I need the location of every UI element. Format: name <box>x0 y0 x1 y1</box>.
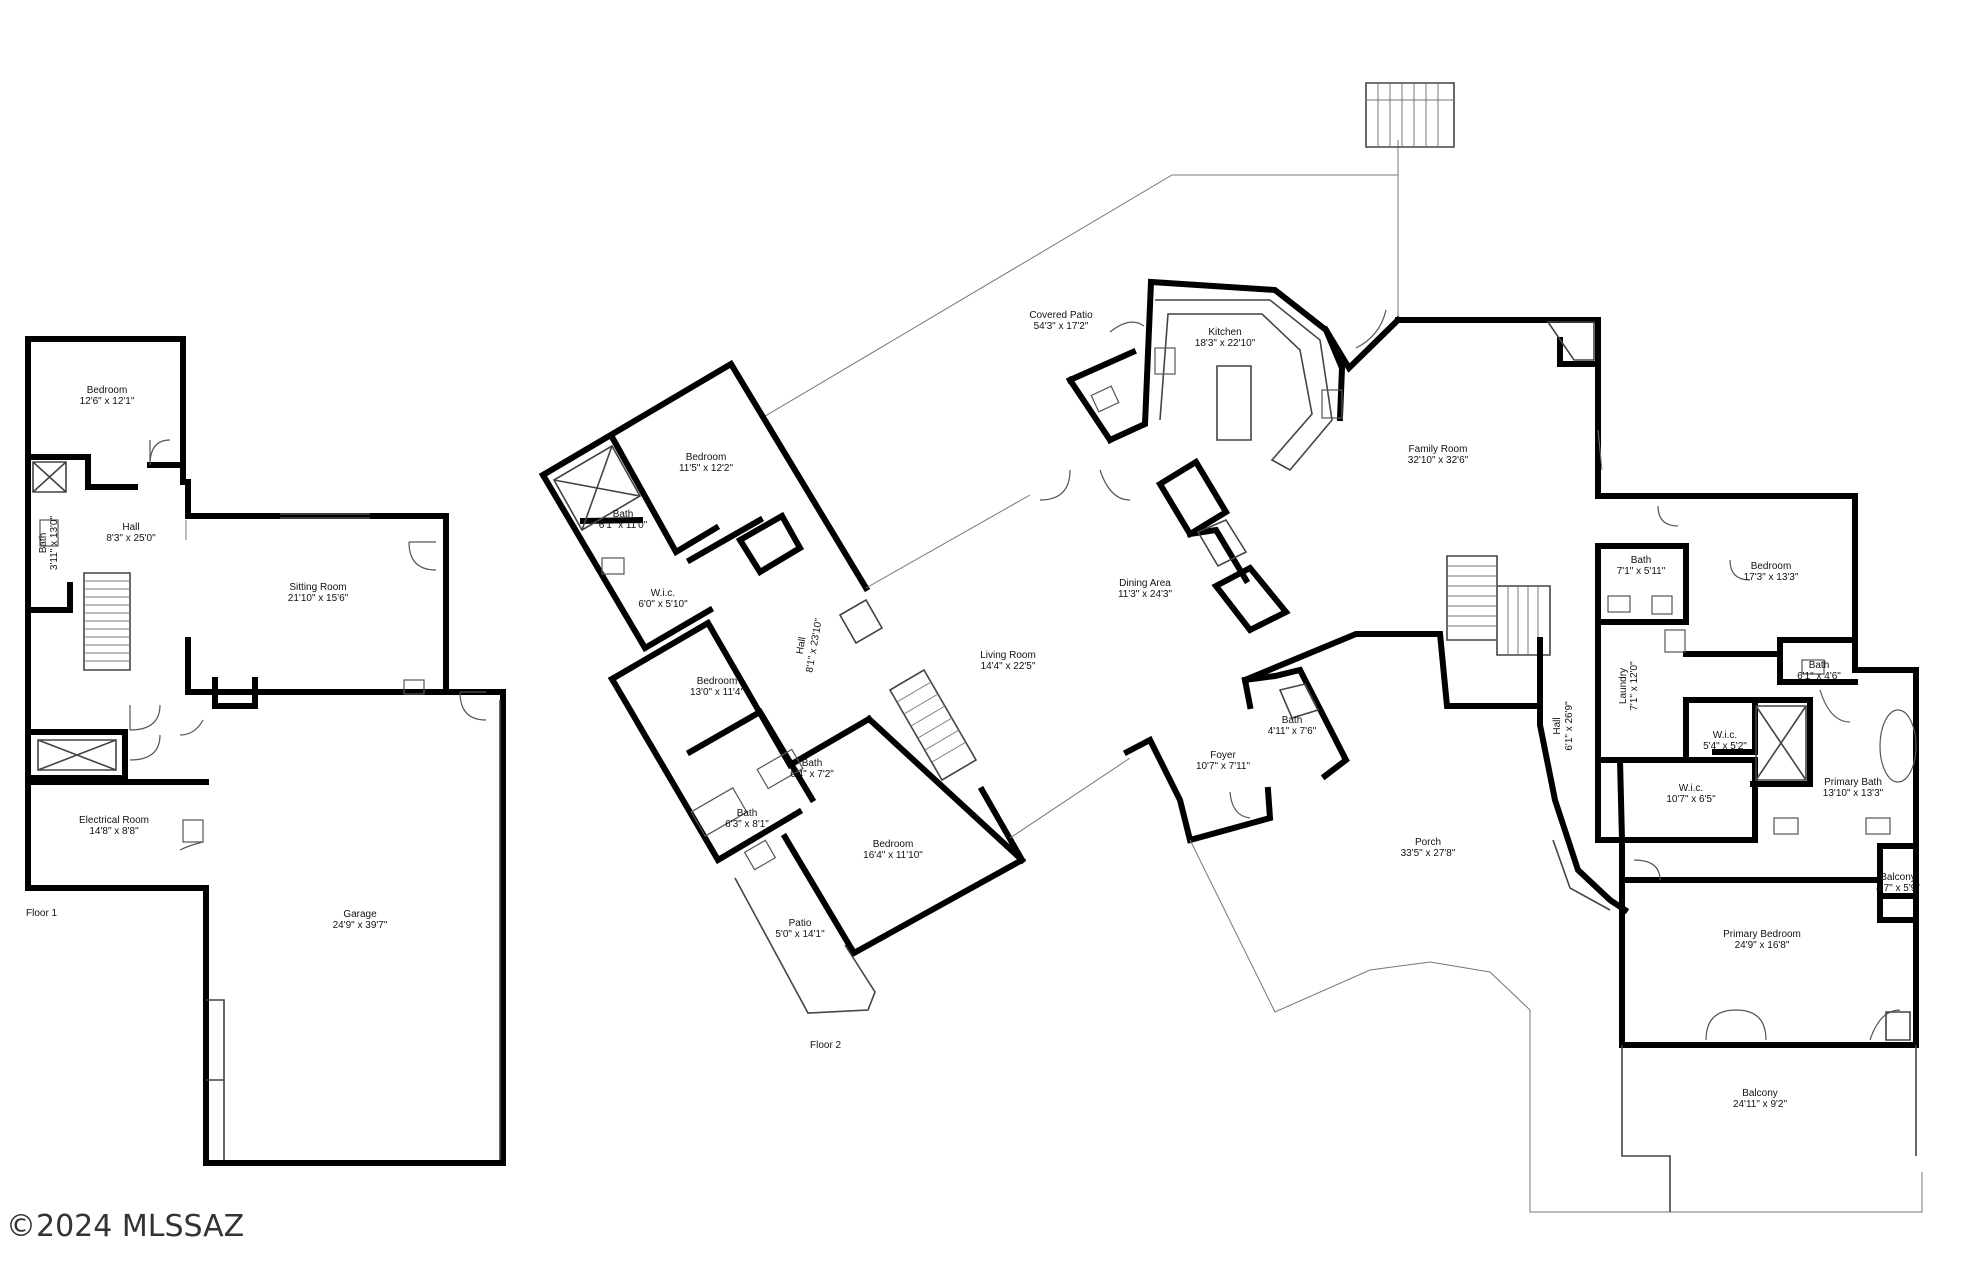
room-dims-bedroom-b: 13'0" x 11'4" <box>690 687 745 698</box>
room-name-bath-c: Bath <box>737 808 758 819</box>
room-dims-balcony-large: 24'11" x 9'2" <box>1733 1099 1788 1110</box>
room-name-hall-e: Hall <box>1552 717 1563 734</box>
room-name-bath-f1: Bath <box>38 533 49 554</box>
room-name-covered-patio: Covered Patio <box>1029 310 1093 321</box>
room-name-bedroom-d: Bedroom <box>1751 561 1792 572</box>
room-dims-wic-b: 5'4" x 5'2" <box>1703 741 1747 752</box>
room-dims-hall-f1: 8'3" x 25'0" <box>106 533 156 544</box>
room-dims-patio: 5'0" x 14'1" <box>775 929 825 940</box>
floor-2-label: Floor 2 <box>810 1040 842 1051</box>
room-dims-bath-d: 4'11" x 7'6" <box>1268 726 1317 737</box>
room-dims-bedroom-a: 11'5" x 12'2" <box>679 463 734 474</box>
room-dims-covered-patio: 54'3" x 17'2" <box>1034 321 1089 332</box>
room-name-bath-b: Bath <box>802 758 823 769</box>
floor-1-label: Floor 1 <box>26 908 58 919</box>
room-dims-bath-c: 6'3" x 8'1" <box>725 819 769 830</box>
room-name-bedroom-b: Bedroom <box>697 676 738 687</box>
room-name-sitting-room: Sitting Room <box>289 582 346 593</box>
room-dims-bedroom-c: 16'4" x 11'10" <box>863 850 923 861</box>
room-dims-bedroom-f1: 12'6" x 12'1" <box>80 396 135 407</box>
room-dims-porch: 33'5" x 27'8" <box>1401 848 1456 859</box>
room-dims-foyer: 10'7" x 7'11" <box>1196 761 1251 772</box>
room-dims-bedroom-d: 17'3" x 13'3" <box>1744 572 1799 583</box>
room-name-laundry: Laundry <box>1618 668 1629 704</box>
room-name-dining-area: Dining Area <box>1119 578 1171 589</box>
room-labels-floor-2: Covered Patio 54'3" x 17'2" Kitchen 18'3… <box>599 310 1921 1110</box>
room-dims-sitting-room: 21'10" x 15'6" <box>288 593 349 604</box>
exterior-stair-deck <box>1365 82 1455 148</box>
room-dims-wic-c: 10'7" x 6'5" <box>1666 794 1716 805</box>
room-name-bath-a: Bath <box>613 509 634 520</box>
room-name-balcony-large: Balcony <box>1742 1088 1778 1099</box>
floor-2-plan <box>538 82 1923 1213</box>
room-name-bath-f: Bath <box>1809 660 1830 671</box>
stairs-floor-2-right <box>1446 555 1551 656</box>
room-dims-bath-f: 6'1" x 4'6" <box>1797 671 1841 682</box>
room-name-patio: Patio <box>789 918 812 929</box>
mls-watermark: ©2024 MLSSAZ <box>6 1209 244 1244</box>
room-name-primary-bedroom: Primary Bedroom <box>1723 929 1801 940</box>
room-name-bath-d: Bath <box>1282 715 1303 726</box>
room-name-bedroom-a: Bedroom <box>686 452 727 463</box>
room-name-kitchen: Kitchen <box>1208 327 1241 338</box>
room-dims-primary-bedroom: 24'9" x 16'8" <box>1735 940 1790 951</box>
room-name-living-room: Living Room <box>980 650 1036 661</box>
room-name-hall-f2: Hall <box>795 636 809 655</box>
room-name-bedroom-c: Bedroom <box>873 839 914 850</box>
room-name-porch: Porch <box>1415 837 1441 848</box>
room-name-bedroom-f1: Bedroom <box>87 385 128 396</box>
room-dims-bath-b: 6'4" x 7'2" <box>790 769 834 780</box>
room-dims-dining-area: 11'3" x 24'3" <box>1118 589 1173 600</box>
stairs-floor-1 <box>83 572 131 671</box>
room-dims-laundry: 7'1" x 12'0" <box>1629 661 1640 711</box>
room-name-garage: Garage <box>343 909 377 920</box>
room-name-wic-c: W.i.c. <box>1679 783 1703 794</box>
room-dims-living-room: 14'4" x 22'5" <box>981 661 1036 672</box>
room-dims-bath-a: 6'1" x 11'0" <box>599 520 648 531</box>
room-dims-family-room: 32'10" x 32'6" <box>1408 455 1469 466</box>
room-dims-garage: 24'9" x 39'7" <box>333 920 388 931</box>
room-dims-bath-f1: 3'11" x 13'0" <box>49 516 60 571</box>
room-name-hall-f1: Hall <box>122 522 139 533</box>
room-name-electrical-room: Electrical Room <box>79 815 149 826</box>
room-labels-floor-1: Bedroom 12'6" x 12'1" Hall 8'3" x 25'0" … <box>26 385 388 931</box>
stairs-floor-2-left <box>888 668 978 782</box>
room-dims-balcony-small: 4'7" x 5'9" <box>1876 883 1920 894</box>
room-name-primary-bath: Primary Bath <box>1824 777 1882 788</box>
room-dims-kitchen: 18'3" x 22'10" <box>1195 338 1256 349</box>
floor-1-plan <box>25 336 506 1166</box>
room-dims-hall-f2: 8'1" x 23'10" <box>804 617 824 673</box>
room-name-bath-e: Bath <box>1631 555 1652 566</box>
room-name-family-room: Family Room <box>1409 444 1468 455</box>
room-name-wic-a: W.i.c. <box>651 588 675 599</box>
room-dims-primary-bath: 13'10" x 13'3" <box>1823 788 1884 799</box>
room-dims-hall-e: 6'1" x 26'9" <box>1564 701 1575 751</box>
room-dims-bath-e: 7'1" x 5'11" <box>1617 566 1666 577</box>
room-name-balcony-small: Balcony <box>1880 872 1916 883</box>
room-dims-electrical-room: 14'8" x 8'8" <box>89 826 139 837</box>
room-dims-wic-a: 6'0" x 5'10" <box>638 599 688 610</box>
room-name-wic-b: W.i.c. <box>1713 730 1737 741</box>
room-name-foyer: Foyer <box>1210 750 1236 761</box>
